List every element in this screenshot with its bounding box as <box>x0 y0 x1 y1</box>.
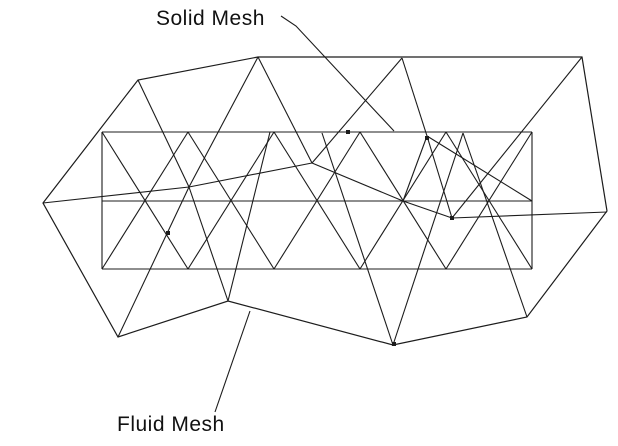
fluid-mesh-leader-line <box>214 310 251 413</box>
solid-mesh-label: Solid Mesh <box>156 7 265 30</box>
fluid-mesh-label: Fluid Mesh <box>117 413 225 436</box>
fluid-mesh-boundary <box>42 56 608 346</box>
node-dots <box>166 130 454 346</box>
solid-mesh-leader-line <box>280 15 395 132</box>
fluid-mesh-lines <box>42 56 608 346</box>
leader-lines <box>214 15 395 413</box>
solid-mesh-lines <box>101 131 533 270</box>
